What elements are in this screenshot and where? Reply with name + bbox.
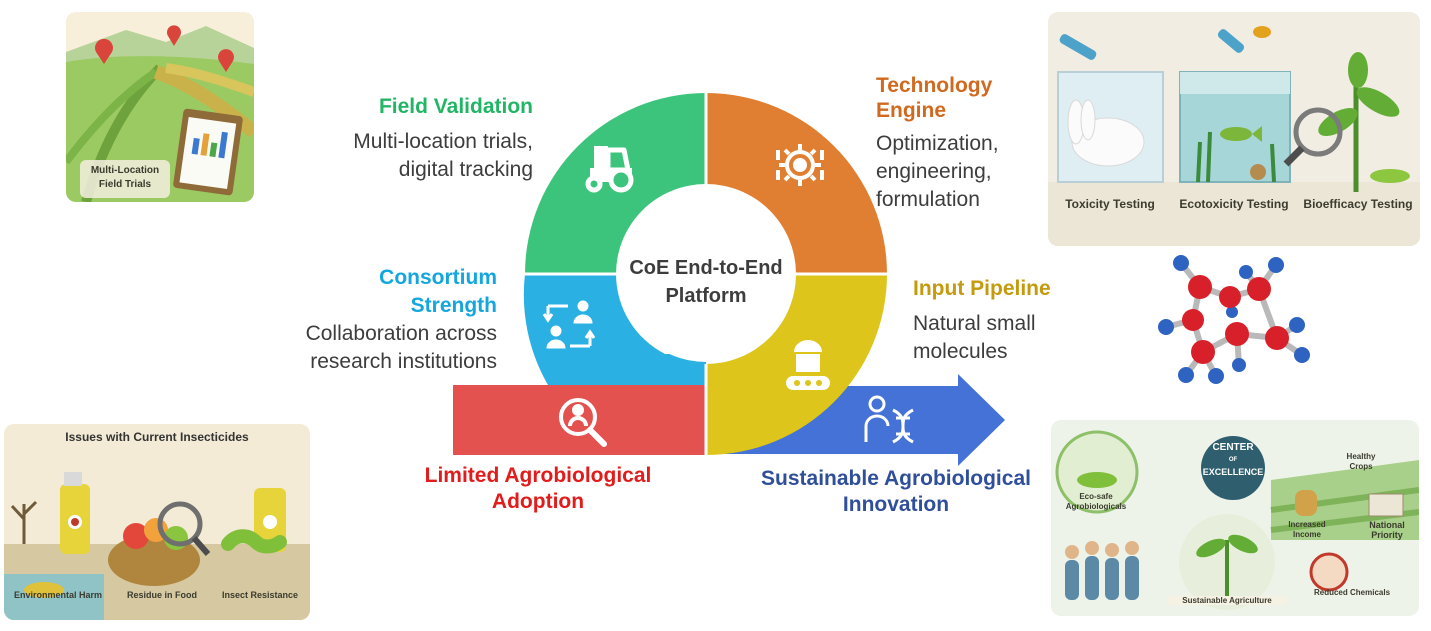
center-disc <box>618 186 794 362</box>
center-title-line1: CoE End-to-End <box>629 257 783 279</box>
limited-adoption-line1: Limited Agrobiological <box>424 464 652 487</box>
coe-center-line2: OF <box>1228 457 1238 463</box>
ring-segment-consortium <box>523 274 706 385</box>
center-title: CoE End-to-End Platform <box>606 254 806 310</box>
coe-healthy-line2: Crops <box>1349 462 1373 471</box>
search-people-icon <box>559 398 607 447</box>
innovation-line2: Innovation <box>842 493 950 516</box>
limited-adoption-line2: Adoption <box>491 490 585 513</box>
coe-eco-label: Eco-safe Agrobiologicals <box>1053 492 1139 512</box>
consortium-desc: Collaboration across research institutio… <box>306 320 497 376</box>
field-validation-desc: Multi-location trials, digital tracking <box>353 128 533 184</box>
conveyor-icon <box>786 340 830 390</box>
input-pipeline-desc-line1: Natural small <box>913 312 1036 335</box>
coe-income-line1: Increased <box>1288 520 1326 529</box>
coe-national-line2: Priority <box>1371 530 1403 540</box>
coe-eco-line2: Agrobiologicals <box>1065 502 1127 511</box>
technology-engine-desc-line3: formulation <box>876 188 980 211</box>
field-validation-desc-line1: Multi-location trials, <box>353 130 533 153</box>
consortium-title-line1: Consortium <box>379 266 497 289</box>
field-validation-title: Field Validation <box>378 95 533 118</box>
testing-label-bioefficacy: Bioefficacy Testing <box>1303 197 1413 211</box>
coe-center-label: CENTER OF EXCELLENCE <box>1201 442 1265 478</box>
innovation-title: Sustainable Agrobiological Innovation <box>740 466 1052 518</box>
coe-center-line3: EXCELLENCE <box>1202 467 1264 477</box>
coe-national-line1: National <box>1369 520 1405 530</box>
consortium-desc-line2: research institutions <box>310 350 497 373</box>
coe-healthy-line1: Healthy <box>1346 452 1376 461</box>
issues-label-insect-resistance: Insect Resistance <box>221 590 299 600</box>
tractor-icon <box>585 146 634 193</box>
issues-label-environmental-harm: Environmental Harm <box>13 590 103 600</box>
consortium-desc-line1: Collaboration across <box>305 322 497 345</box>
field-trials-label: Multi-Location Field Trials <box>74 164 176 192</box>
cog-chip-icon <box>776 144 824 186</box>
input-pipeline-title: Input Pipeline <box>913 277 1051 300</box>
technology-engine-title-line2: Engine <box>876 99 947 122</box>
dna-person-icon <box>864 395 914 444</box>
field-trials-illustration: Multi-Location Field Trials <box>66 12 254 202</box>
technology-engine-title-line1: Technology <box>876 74 993 97</box>
input-pipeline-desc-line2: molecules <box>913 340 1008 363</box>
field-trials-label-line2: Field Trials <box>98 179 152 190</box>
molecule-illustration <box>1158 255 1310 384</box>
issues-label-residue: Residue in Food <box>126 590 197 600</box>
coe-income-line2: Income <box>1292 530 1321 539</box>
technology-engine-desc-line2: engineering, <box>876 160 992 183</box>
innovation-line1: Sustainable Agrobiological <box>761 467 1031 490</box>
field-trials-label-line1: Multi-Location <box>90 165 160 176</box>
testing-illustration: Toxicity Testing Ecotoxicity Testing Bio… <box>1048 12 1420 246</box>
field-validation-desc-line2: digital tracking <box>398 158 533 181</box>
coe-sustain-label: Sustainable Agriculture <box>1167 596 1287 605</box>
technology-engine-desc: Optimization, engineering, formulation <box>876 130 999 214</box>
technology-engine-desc-line1: Optimization, <box>876 132 999 155</box>
coe-center-line1: CENTER <box>1212 442 1254 453</box>
limited-adoption-title: Limited Agrobiological Adoption <box>398 463 678 515</box>
coe-income-label: Increased Income <box>1283 520 1331 540</box>
coe-national-label: National Priority <box>1359 520 1415 540</box>
coe-eco-line1: Eco-safe <box>1079 492 1113 501</box>
technology-engine-title: Technology Engine <box>876 73 992 123</box>
exchange-people-icon <box>542 300 596 349</box>
issues-title: Issues with Current Insecticides <box>65 430 249 444</box>
testing-label-toxicity: Toxicity Testing <box>1065 197 1155 211</box>
center-title-line2: Platform <box>665 285 747 307</box>
coe-reduced-label: Reduced Chemicals <box>1313 588 1391 597</box>
ring-segment-tech <box>706 93 887 274</box>
consortium-title: Consortium Strength <box>379 264 497 320</box>
coe-illustration: CENTER OF EXCELLENCE Eco-safe Agrobiolog… <box>1051 420 1419 616</box>
input-pipeline-desc: Natural small molecules <box>913 310 1036 366</box>
issues-illustration: Issues with Current Insecticides Environ… <box>4 424 310 620</box>
coe-healthy-label: Healthy Crops <box>1339 452 1383 472</box>
consortium-title-line2: Strength <box>410 294 497 317</box>
testing-label-ecotoxicity: Ecotoxicity Testing <box>1179 197 1289 211</box>
